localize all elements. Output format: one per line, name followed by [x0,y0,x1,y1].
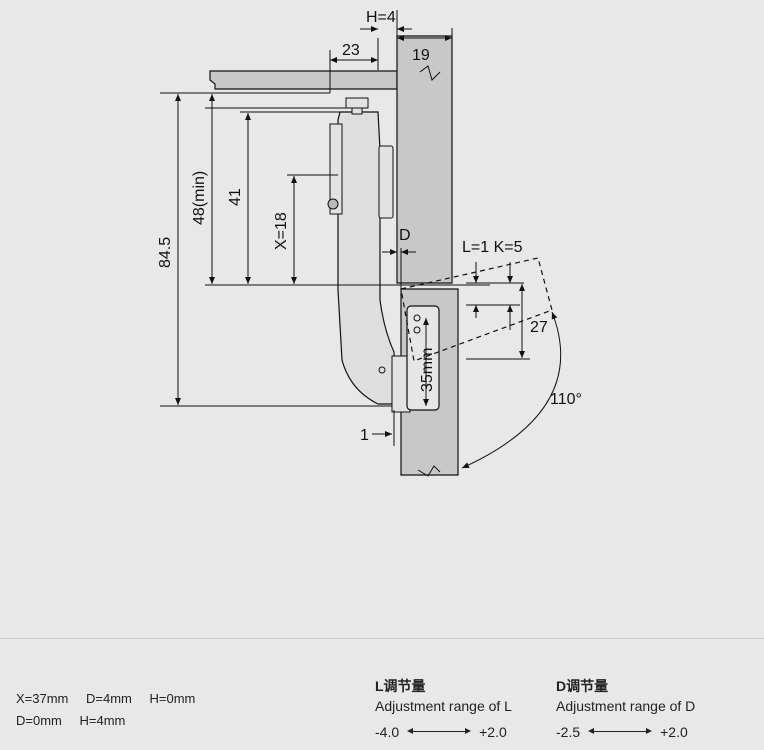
adjust-d-title: D调节量 [556,678,609,694]
param-h2: H=4mm [79,713,126,728]
adjust-l-max: +2.0 [479,724,507,740]
param-x: X=37mm [16,691,69,706]
dim-h: H=4 [366,9,396,26]
cabinet-top-panel [209,70,398,90]
adjust-d-max: +2.0 [660,724,688,740]
separator [0,638,764,639]
hinge-diagram: H=4 23 19 84.5 48(min) 41 X=18 D L=1 K=5… [157,9,582,477]
adjust-l-subtitle: Adjustment range of L [375,698,512,714]
dim-23: 23 [342,42,360,59]
hinge-mount-plate [329,123,343,215]
cabinet-side-panel [396,35,453,284]
dim-d: D [399,227,411,244]
adjustment-l: L调节量 Adjustment range of L -4.0 +2.0 [375,676,512,740]
dim-l-k: L=1 K=5 [462,239,523,256]
dim-84-5: 84.5 [157,237,174,268]
dim-x-18: X=18 [273,212,290,250]
opening-angle-arc [461,311,562,469]
adjustment-d: D调节量 Adjustment range of D -2.5 +2.0 [556,676,695,740]
screw-head [327,198,339,210]
dim-19: 19 [412,47,430,64]
param-d: D=4mm [86,691,132,706]
dim-48-min: 48(min) [191,171,208,225]
param-h: H=0mm [149,691,196,706]
door-open-outline [400,257,553,362]
adjust-d-subtitle: Adjustment range of D [556,698,696,714]
dim-35mm: 35mm [419,348,436,392]
dim-1: 1 [360,427,369,444]
dim-41: 41 [227,188,244,206]
param-d2: D=0mm [16,713,62,728]
adjust-d-min: -2.5 [556,724,581,740]
double-arrow-icon [407,727,472,737]
dim-110: 110° [550,391,582,408]
adjust-screw [345,97,369,109]
adjust-l-min: -4.0 [375,724,400,740]
double-arrow-icon [588,727,653,737]
adjust-l-title: L调节量 [375,678,426,694]
parameter-list: X=37mm D=4mm H=0mm D=0mm H=4mm [16,688,209,732]
dim-27: 27 [530,319,548,336]
